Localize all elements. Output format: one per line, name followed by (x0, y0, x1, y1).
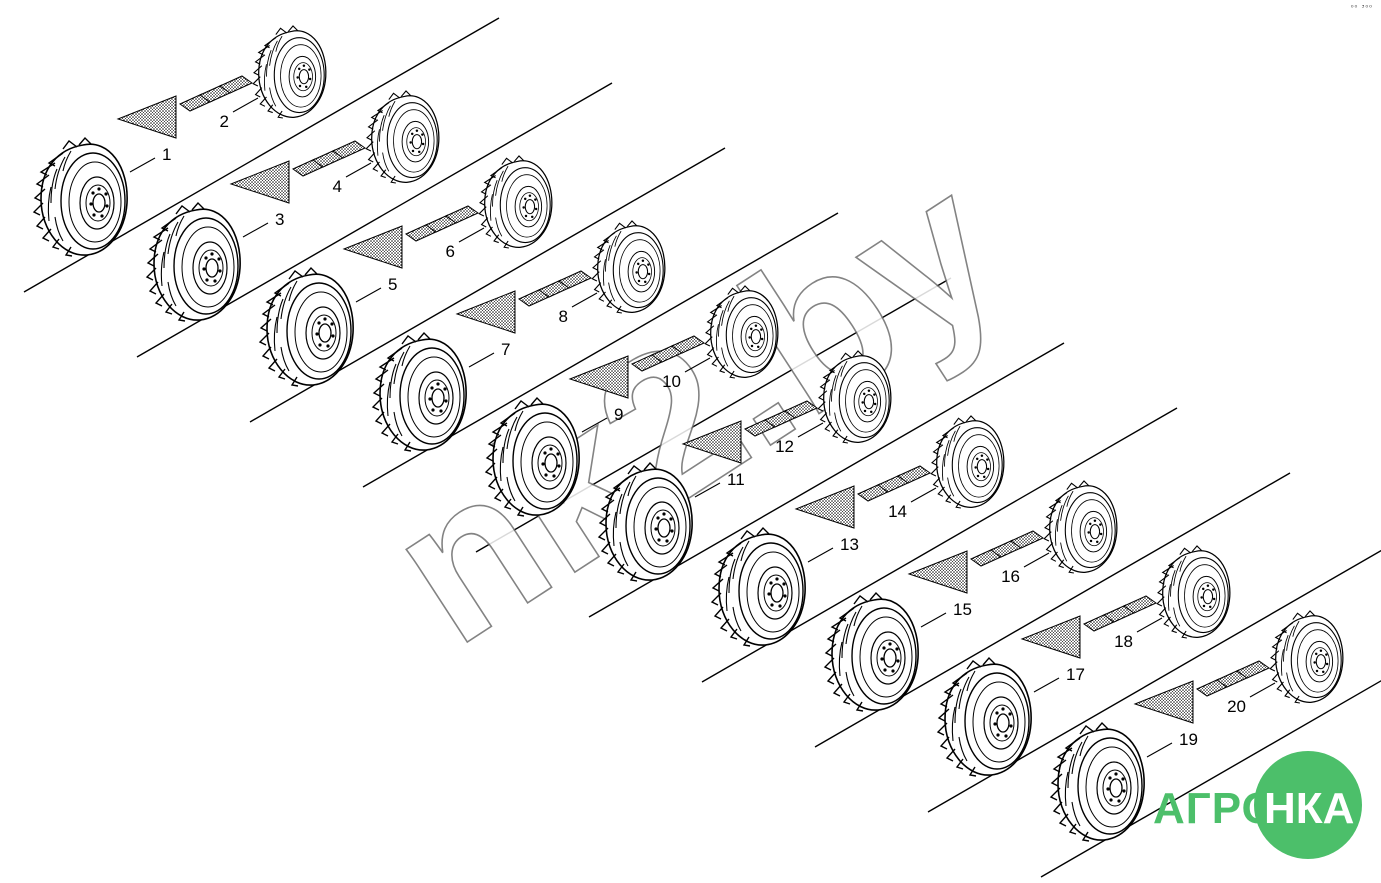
leader-line (355, 287, 382, 303)
leader-line (694, 482, 721, 498)
rear-tire-label: 16 (1001, 567, 1020, 586)
rear-tire-label: 12 (775, 437, 794, 456)
rear-tire-icon (252, 25, 327, 119)
direction-arrow-icon (1021, 595, 1157, 659)
leader-line (468, 352, 495, 368)
leader-line (1136, 617, 1163, 633)
leader-line (910, 487, 937, 503)
tire-pair: 9 10 (485, 285, 779, 517)
leader-line (129, 157, 156, 173)
leader-line (1033, 677, 1060, 693)
leader-line (807, 547, 834, 563)
corner-mark: ⁰⁰ ³⁰⁰ (1350, 4, 1373, 12)
leader-line (684, 357, 711, 373)
rear-tire-label: 6 (446, 242, 455, 261)
rear-tire-icon (930, 415, 1005, 509)
front-tire-label: 7 (501, 340, 510, 359)
front-tire-icon (372, 332, 467, 452)
front-tire-icon (711, 527, 806, 647)
front-tire-label: 15 (953, 600, 972, 619)
rear-tire-icon (478, 155, 553, 249)
rear-tire-icon (1156, 545, 1231, 639)
leader-line (242, 222, 269, 238)
front-tire-icon (259, 267, 354, 387)
tire-pair: 12 (33, 25, 327, 257)
rear-tire-icon (1269, 610, 1344, 704)
leader-line (232, 97, 259, 113)
rear-tire-label: 4 (333, 177, 342, 196)
tire-pair: 56 (259, 155, 553, 387)
direction-arrow-icon (1134, 660, 1270, 724)
leader-line (1146, 742, 1173, 758)
front-tire-label: 3 (275, 210, 284, 229)
direction-arrow-icon (343, 205, 479, 269)
front-tire-icon (824, 592, 919, 712)
tire-pair: 78 (372, 220, 666, 452)
tire-pair: 34 (146, 90, 440, 322)
front-tire-icon (146, 202, 241, 322)
leader-line (1249, 682, 1276, 698)
direction-arrow-icon (117, 75, 253, 139)
direction-arrow-icon (795, 465, 931, 529)
rear-tire-icon (591, 220, 666, 314)
direction-arrow-icon (908, 530, 1044, 594)
front-tire-label: 11 (727, 470, 745, 489)
leader-line (797, 422, 824, 438)
leader-line (581, 417, 608, 433)
rear-tire-label: 20 (1227, 697, 1246, 716)
leader-line (1023, 552, 1050, 568)
direction-arrow-icon (230, 140, 366, 204)
direction-arrow-icon (456, 270, 592, 334)
logo-word-left: АГРО (1153, 784, 1277, 833)
leader-line (571, 292, 598, 308)
front-tire-label: 1 (162, 145, 171, 164)
leader-line (345, 162, 372, 178)
rear-tire-icon (1043, 480, 1118, 574)
tire-pair: 11 12 (598, 350, 892, 582)
tire-pair: 13 14 (711, 415, 1005, 647)
rear-tire-label: 10 (662, 372, 681, 391)
rear-tire-label: 14 (888, 502, 907, 521)
logo-word-right: НКА (1264, 784, 1354, 833)
logo-circle (1254, 751, 1362, 859)
rear-tire-label: 2 (220, 112, 229, 131)
front-tire-label: 9 (614, 405, 623, 424)
front-tire-label: 5 (388, 275, 397, 294)
rear-tire-label: 8 (559, 307, 568, 326)
front-tire-label: 13 (840, 535, 859, 554)
agro-nka-logo: АГРО НКА (1153, 751, 1362, 859)
front-tire-label: 17 (1066, 665, 1085, 684)
front-tire-icon (1050, 722, 1145, 842)
front-tire-icon (33, 137, 128, 257)
rear-tire-icon (365, 90, 440, 184)
leader-line (920, 612, 947, 628)
front-tire-label: 19 (1179, 730, 1198, 749)
front-tire-icon (937, 657, 1032, 777)
rear-tire-label: 18 (1114, 632, 1133, 651)
leader-line (458, 227, 485, 243)
